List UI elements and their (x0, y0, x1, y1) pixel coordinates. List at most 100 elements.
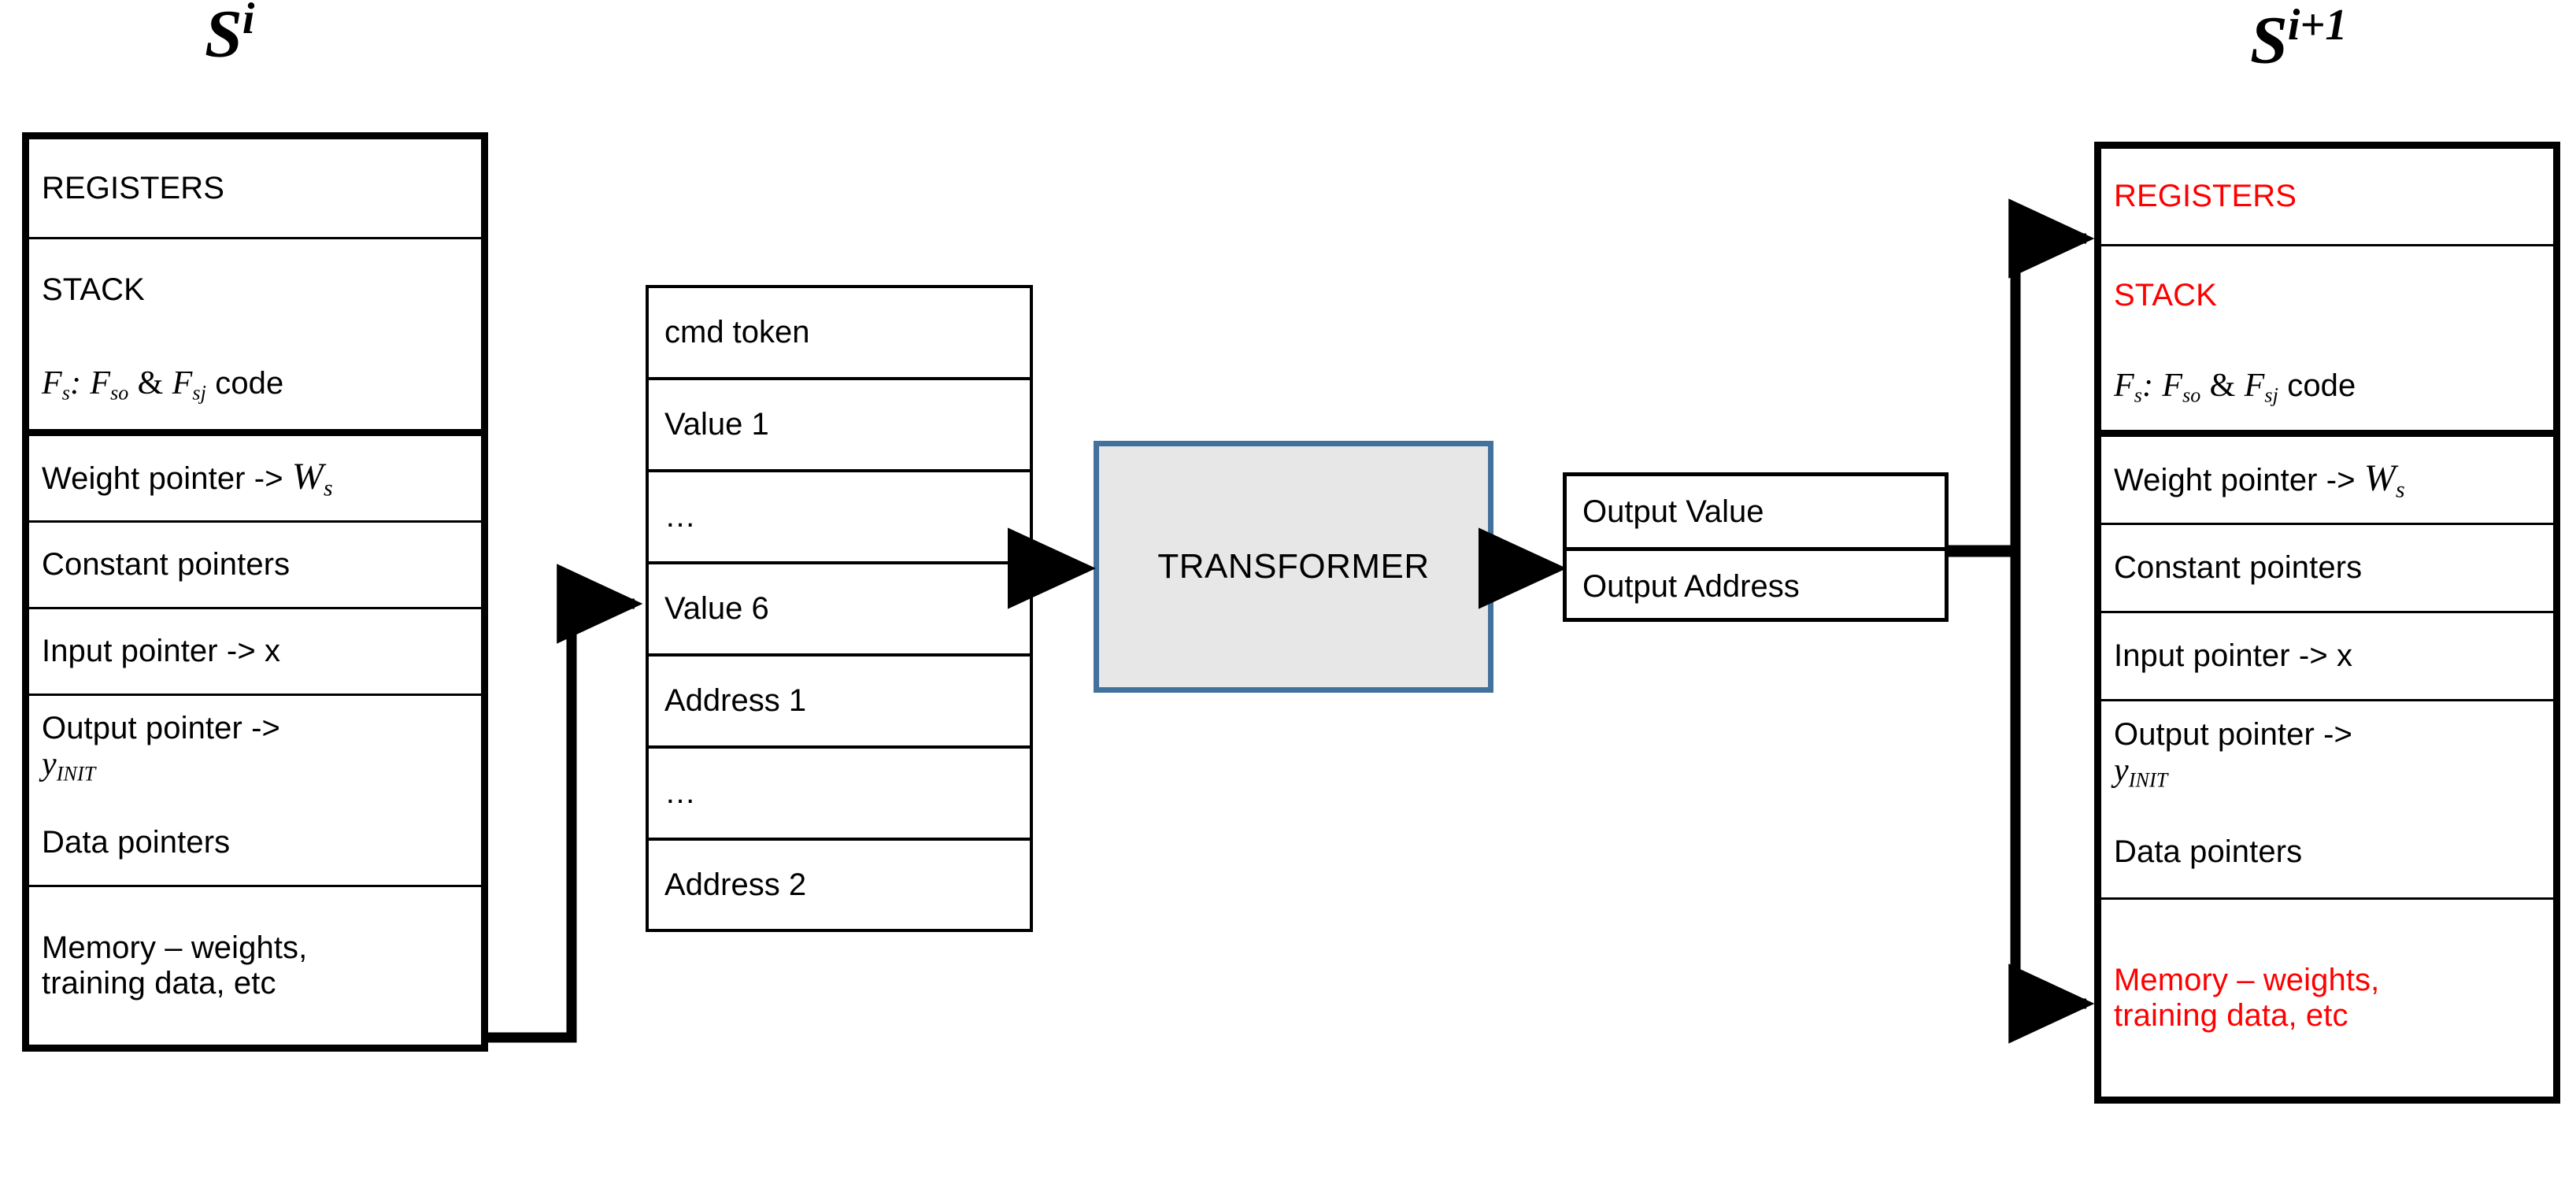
token-sequence-box: cmd token Value 1 … Value 6 Address 1 … … (646, 285, 1033, 932)
state-right-row-data-pointers[interactable]: Data pointers (2101, 807, 2553, 900)
output-label: Output Value (1582, 494, 1764, 529)
state-right-title-superscript: i+1 (2287, 1, 2348, 50)
token-label: Value 1 (664, 407, 769, 442)
row-label: Memory – weights, training data, etc (2114, 963, 2379, 1034)
token-row-ellipsis-addresses[interactable]: … (649, 749, 1030, 841)
state-left-title-superscript: i (242, 0, 255, 43)
row-label: STACK (42, 272, 145, 307)
state-left-title: Si (205, 0, 254, 68)
state-left-row-constant-pointers[interactable]: Constant pointers (29, 523, 481, 609)
memory-line-1: Memory – weights, (42, 930, 308, 966)
token-row-ellipsis-values[interactable]: … (649, 472, 1030, 564)
f-s-symbol: Fs (2114, 367, 2142, 407)
state-right-row-constant-pointers[interactable]: Constant pointers (2101, 525, 2553, 613)
f-s-symbol: Fs (42, 364, 70, 405)
row-label: REGISTERS (2114, 179, 2297, 214)
state-left-box: REGISTERS STACK Fs: Fso & Fsj code (22, 132, 488, 1052)
row-label-math: Weight pointer -> Ws (2114, 457, 2405, 503)
token-label: Address 2 (664, 867, 807, 902)
f-so-symbol: Fso (2162, 367, 2201, 407)
state-right-group-pointers: Weight pointer -> Ws Constant pointers I… (2101, 437, 2553, 807)
weight-prefix: Weight pointer -> (2114, 462, 2356, 497)
row-label: Constant pointers (2114, 550, 2363, 586)
output-prefix: Output pointer -> (42, 711, 280, 746)
y-init-symbol: yINIT (2114, 752, 2168, 791)
state-right-row-stack[interactable]: STACK (2101, 246, 2553, 344)
output-box: Output Value Output Address (1563, 472, 1949, 622)
state-left-group-code: Fs: Fso & Fsj code (29, 340, 481, 436)
f-so-symbol: Fso (90, 364, 129, 405)
memory-line-1: Memory – weights, (2114, 963, 2380, 998)
token-label: … (664, 775, 696, 810)
token-row-value-1[interactable]: Value 1 (649, 380, 1030, 472)
code-word: code (2287, 368, 2356, 403)
connector-memory-to-token (488, 564, 643, 1043)
f-sj-symbol: Fsj (172, 364, 206, 405)
code-word: code (215, 365, 284, 401)
ampersand-glyph: & (2209, 367, 2236, 404)
token-label: cmd token (664, 315, 810, 350)
state-left-row-memory[interactable]: Memory – weights, training data, etc (29, 887, 481, 1045)
f-sj-symbol: Fsj (2244, 367, 2278, 407)
transformer-label: TRANSFORMER (1157, 547, 1430, 586)
w-s-symbol: Ws (2363, 457, 2405, 502)
colon-glyph: : (2142, 367, 2154, 404)
state-right-row-weight-pointer[interactable]: Weight pointer -> Ws (2101, 437, 2553, 525)
state-left-group-memory: Data pointers Memory – weights, training… (29, 801, 481, 1045)
state-right-group-code: Fs: Fso & Fsj code (2101, 344, 2553, 437)
state-right-row-input-pointer[interactable]: Input pointer -> x (2101, 613, 2553, 701)
memory-line-2: training data, etc (2114, 998, 2348, 1033)
colon-glyph: : (70, 364, 82, 401)
state-right-row-fcode[interactable]: Fs: Fso & Fsj code (2101, 344, 2553, 430)
transformer-block[interactable]: TRANSFORMER (1094, 441, 1493, 693)
state-right-title: Si+1 (2250, 3, 2347, 74)
row-label-math: Output pointer -> yINIT (2114, 717, 2352, 791)
row-label: Constant pointers (42, 547, 291, 583)
token-row-cmd[interactable]: cmd token (649, 288, 1030, 380)
token-row-address-2[interactable]: Address 2 (649, 841, 1030, 929)
state-right-title-base: S (2250, 2, 2288, 78)
state-right-row-registers[interactable]: REGISTERS (2101, 149, 2553, 246)
row-label-math: Output pointer -> yINIT (42, 711, 280, 785)
token-label: Value 6 (664, 591, 769, 626)
state-left-row-input-pointer[interactable]: Input pointer -> x (29, 609, 481, 696)
state-left-row-output-pointer[interactable]: Output pointer -> yINIT (29, 696, 481, 801)
output-row-address[interactable]: Output Address (1567, 551, 1945, 622)
row-label: REGISTERS (42, 170, 225, 205)
output-prefix: Output pointer -> (2114, 716, 2352, 752)
row-label: Input pointer -> x (42, 634, 281, 669)
row-label-math: Fs: Fso & Fsj code (42, 365, 283, 404)
state-left-group-pointers: Weight pointer -> Ws Constant pointers I… (29, 436, 481, 801)
row-label: Data pointers (2114, 834, 2303, 870)
output-row-value[interactable]: Output Value (1567, 476, 1945, 551)
token-label: Address 1 (664, 683, 807, 718)
state-left-row-data-pointers[interactable]: Data pointers (29, 801, 481, 887)
state-left-row-stack[interactable]: STACK (29, 239, 481, 340)
token-label: … (664, 499, 696, 534)
connector-output-to-state-right (1949, 198, 2095, 1044)
row-label: Data pointers (42, 825, 231, 860)
state-right-row-memory[interactable]: Memory – weights, training data, etc (2101, 900, 2553, 1097)
state-right-box: REGISTERS STACK Fs: Fso & Fsj code Weigh… (2094, 142, 2560, 1104)
weight-prefix: Weight pointer -> (42, 460, 283, 496)
state-left-row-fcode[interactable]: Fs: Fso & Fsj code (29, 340, 481, 429)
state-left-title-base: S (205, 0, 242, 72)
state-left-row-registers[interactable]: REGISTERS (29, 139, 481, 239)
memory-line-2: training data, etc (42, 966, 276, 1001)
token-row-value-6[interactable]: Value 6 (649, 564, 1030, 657)
w-s-symbol: Ws (291, 455, 333, 501)
row-label-math: Weight pointer -> Ws (42, 456, 333, 501)
row-label: STACK (2114, 277, 2217, 313)
state-right-group-control: REGISTERS STACK (2101, 149, 2553, 344)
token-row-address-1[interactable]: Address 1 (649, 657, 1030, 749)
state-left-group-control: REGISTERS STACK (29, 139, 481, 340)
output-label: Output Address (1582, 568, 1800, 604)
row-label: Memory – weights, training data, etc (42, 930, 307, 1001)
state-left-row-weight-pointer[interactable]: Weight pointer -> Ws (29, 436, 481, 523)
y-init-symbol: yINIT (42, 746, 96, 786)
row-label-math: Fs: Fso & Fsj code (2114, 368, 2356, 406)
state-right-row-output-pointer[interactable]: Output pointer -> yINIT (2101, 701, 2553, 807)
state-right-group-memory: Data pointers Memory – weights, training… (2101, 807, 2553, 1097)
